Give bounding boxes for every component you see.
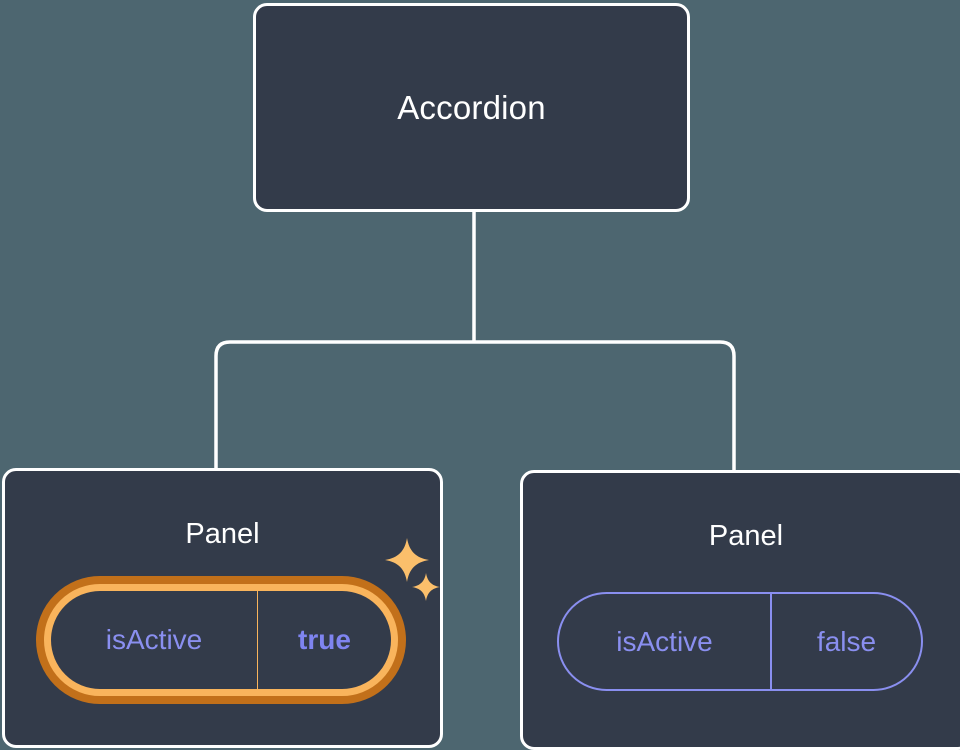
prop-pill-left-body[interactable]: isActive true xyxy=(51,591,391,689)
highlight-ring-outer xyxy=(36,576,406,704)
prop-divider-left xyxy=(257,591,258,689)
connector-branch-bar xyxy=(214,340,736,470)
prop-value-left: true xyxy=(298,624,351,655)
prop-value-right: false xyxy=(816,625,877,657)
node-accordion-title: Accordion xyxy=(397,89,546,126)
prop-key-left: isActive xyxy=(105,624,203,655)
node-accordion[interactable]: Accordion xyxy=(253,3,690,212)
prop-divider-right xyxy=(770,594,772,689)
node-panel-right-title: Panel xyxy=(708,520,784,552)
node-panel-left-title: Panel xyxy=(185,518,260,550)
prop-pill-right[interactable]: isActive false xyxy=(557,592,923,691)
prop-key-right: isActive xyxy=(616,625,713,657)
component-tree-diagram: Accordion Panel Panel isActive true isAc… xyxy=(2,3,960,750)
highlight-ring-inner xyxy=(44,584,398,696)
prop-pill-left-highlighted[interactable]: isActive true xyxy=(36,576,406,704)
